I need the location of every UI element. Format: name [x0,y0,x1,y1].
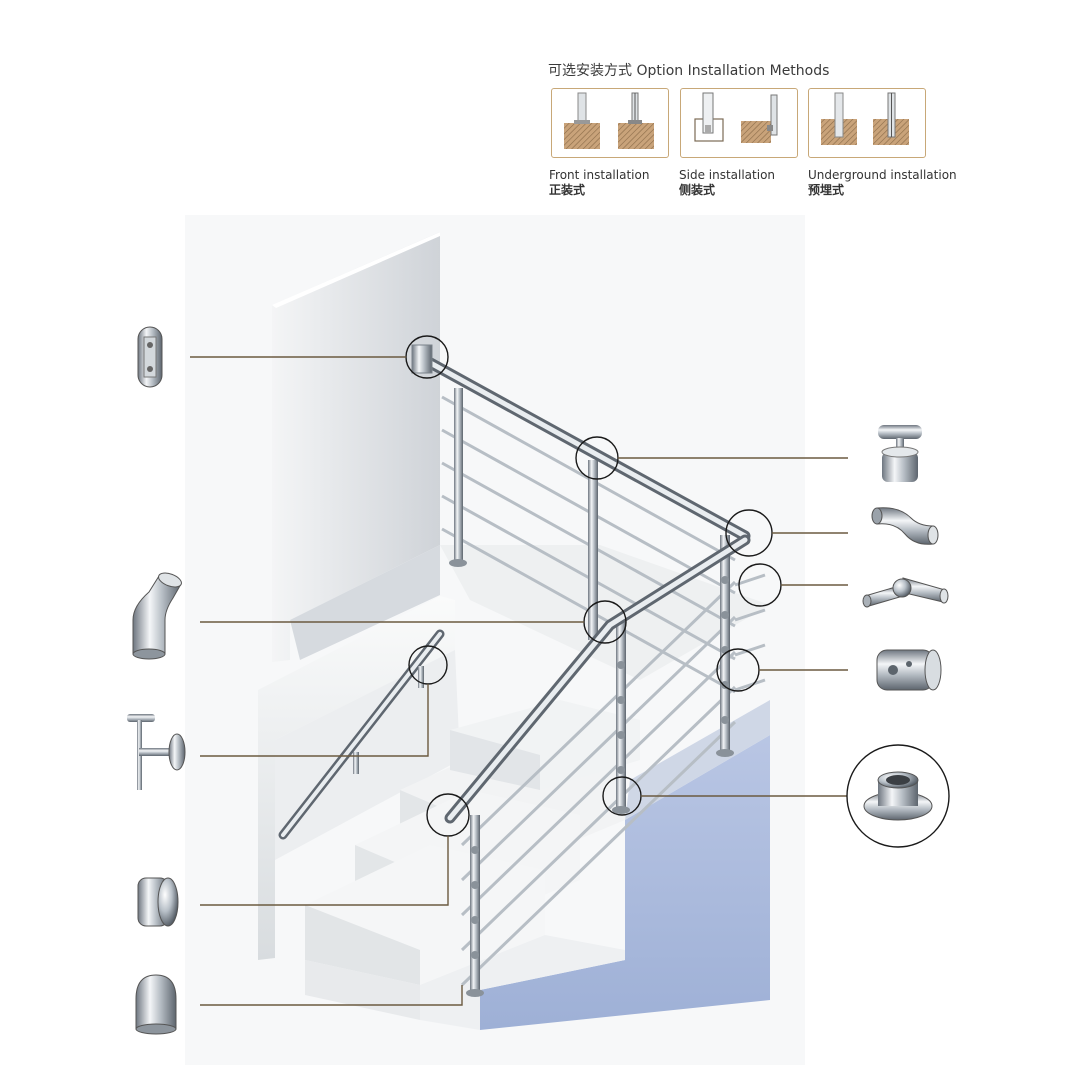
railing-posts [449,388,734,997]
lower-wall [258,596,455,960]
upper-wall [272,232,440,662]
upper-wall-shadow [290,545,440,660]
front-installation-icon [564,92,654,149]
rod-holders [471,576,729,959]
underground-installation-en: Underground installation [808,168,957,182]
stair-side-face [480,735,770,1030]
side-installation-cn: 侧装式 [679,183,716,197]
90-degree-elbow-icon [871,507,939,545]
side-installation-diagram [680,88,798,158]
underground-installation-diagram [808,88,926,158]
side-installation-en: Side installation [679,168,776,182]
underground-installation-label: Underground installation 预埋式 [808,168,957,198]
wall-handrail [278,629,445,840]
install-methods-title: 可选安装方式 Option Installation Methods [548,60,829,80]
dome-end-cap-icon [135,974,177,1035]
landing-infill-rods [734,573,766,692]
base-flange-cover-icon [846,744,950,848]
install-title-cn: 可选安装方式 [548,63,632,79]
wall-flange-bracket-icon [137,326,163,388]
flat-end-cap-icon [137,877,179,927]
45-degree-elbow-icon [132,572,182,660]
stair-infill-rods [460,580,737,987]
rod-cross-connector-icon [876,649,942,691]
install-title-en: Option Installation Methods [636,63,830,79]
adjustable-elbow-joint-icon [862,577,949,608]
upper-wall-top-edge [272,232,440,308]
side-installation-icon [694,92,778,143]
wall-handrail-bracket-icon [127,714,186,790]
handrail-saddle-support-icon [878,425,922,482]
front-installation-label: Front installation 正装式 [549,168,649,198]
stair-handrail [444,534,751,824]
upper-handrail [419,354,751,542]
front-installation-en: Front installation [549,168,650,182]
wall-flange [411,344,433,374]
underground-installation-cn: 预埋式 [808,183,845,197]
lower-wall-face [275,650,460,860]
callout-lines [190,356,848,1006]
underground-installation-icon [821,92,909,145]
front-installation-diagram [551,88,669,158]
side-installation-label: Side installation 侧装式 [679,168,775,198]
front-installation-cn: 正装式 [549,183,586,197]
